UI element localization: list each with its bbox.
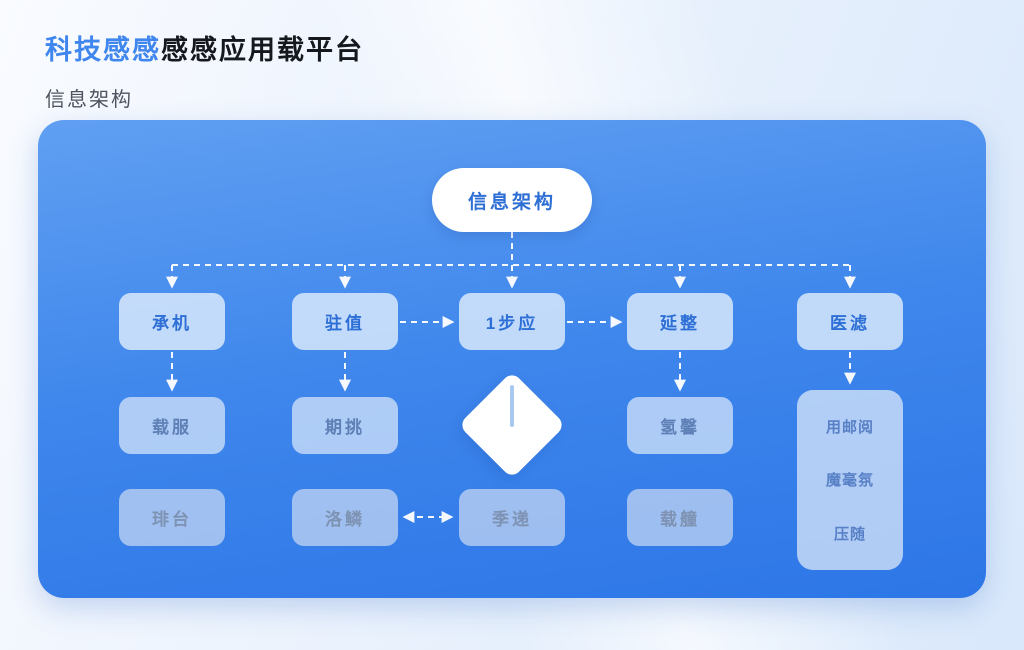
page-title: 科技感感感感应用载平台 [45,28,364,67]
group-item-1: 用邮阅 [825,419,874,437]
node-label: 琲台 [152,510,192,529]
group-item-3: 压随 [833,525,866,543]
node-label: 医滤 [830,314,870,333]
diagram-panel: 信息架构 承机 驻值 1步应 延整 医滤 载服 期挑 氢馨 [38,120,986,598]
node-label: 氢馨 [660,418,700,437]
node-level4-1: 琲台 [119,489,225,546]
node-level2-5: 医滤 [797,293,903,350]
node-root: 信息架构 [432,168,592,232]
diamond-slit [510,385,514,427]
node-level4-3: 季递 [459,489,565,546]
page-title-highlight: 科技感感 [45,35,161,65]
connector-lines [166,232,856,523]
node-level3-2: 期挑 [292,397,398,454]
group-item-2: 魔毫氛 [825,472,874,490]
node-level3-1: 载服 [119,397,225,454]
node-level2-1: 承机 [119,293,225,350]
node-root-label: 信息架构 [467,191,556,213]
node-label: 驻值 [325,314,365,333]
page-title-rest: 感感应用载平台 [161,35,364,65]
page-header: 科技感感感感应用载平台 信息架构 [45,28,364,112]
node-label: 1步应 [485,314,539,333]
node-label: 洛鳞 [325,510,365,529]
node-label: 季递 [492,510,532,529]
node-label: 期挑 [325,418,365,437]
node-label: 承机 [152,314,192,333]
node-level2-4: 延整 [627,293,733,350]
node-level3-3: 氢馨 [627,397,733,454]
page-subtitle: 信息架构 [45,89,133,111]
node-label: 载艟 [660,510,700,529]
node-level2-2: 驻值 [292,293,398,350]
node-label: 延整 [660,314,700,333]
node-level4-2: 洛鳞 [292,489,398,546]
node-level2-3: 1步应 [459,293,565,350]
node-group-box: 用邮阅 魔毫氛 压随 [797,390,903,570]
node-label: 载服 [152,418,192,437]
node-level4-4: 载艟 [627,489,733,546]
